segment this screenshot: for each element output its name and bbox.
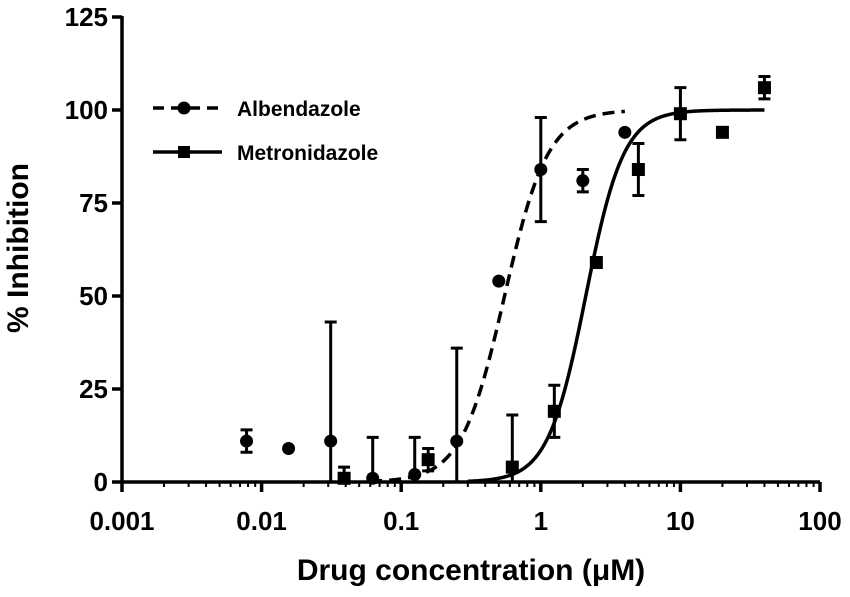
y-axis-label: % Inhibition xyxy=(2,163,35,333)
fit-curves xyxy=(370,108,765,484)
y-tick-label: 75 xyxy=(79,188,108,218)
legend-marker-metronidazole xyxy=(178,146,190,158)
data-point-metronidazole xyxy=(715,125,729,139)
data-point-albendazole xyxy=(534,163,548,177)
y-tick-label: 0 xyxy=(94,467,108,497)
legend: Albendazole Metronidazole xyxy=(153,98,378,165)
y-tick-label: 50 xyxy=(79,281,108,311)
data-point-albendazole xyxy=(450,434,464,448)
x-axis-label: Drug concentration (μM) xyxy=(297,554,645,587)
x-tick-label: 0.001 xyxy=(89,506,154,536)
error-bar-albendazole xyxy=(450,346,463,484)
data-markers xyxy=(240,81,771,485)
legend-item-metronidazole: Metronidazole xyxy=(153,142,378,165)
x-tick-label: 0.01 xyxy=(236,506,287,536)
legend-marker-albendazole xyxy=(177,101,191,115)
data-point-albendazole xyxy=(618,125,632,139)
error-bars xyxy=(240,75,771,484)
data-point-metronidazole xyxy=(757,81,771,95)
data-point-metronidazole xyxy=(421,453,435,467)
y-axis-ticks: 0 25 50 75 100 125 xyxy=(65,2,122,497)
y-tick-label: 100 xyxy=(65,95,108,125)
y-tick-label: 125 xyxy=(65,2,108,32)
legend-label-albendazole: Albendazole xyxy=(237,98,361,121)
x-tick-label: 0.1 xyxy=(383,506,419,536)
x-tick-label: 1 xyxy=(534,506,548,536)
x-tick-label: 10 xyxy=(666,506,695,536)
x-axis-ticks: 0.001 0.01 0.1 1 10 100 xyxy=(89,482,842,536)
data-point-albendazole xyxy=(408,468,422,482)
legend-label-metronidazole: Metronidazole xyxy=(237,142,378,165)
data-point-albendazole xyxy=(324,434,338,448)
y-tick-label: 25 xyxy=(79,374,108,404)
data-point-albendazole xyxy=(282,442,296,456)
error-bar-albendazole xyxy=(324,320,337,484)
data-point-metronidazole xyxy=(631,163,645,177)
data-point-metronidazole xyxy=(589,256,603,270)
data-point-albendazole xyxy=(492,274,506,288)
data-point-metronidazole xyxy=(673,107,687,121)
data-point-albendazole xyxy=(240,434,254,448)
data-point-metronidazole xyxy=(547,404,561,418)
data-point-albendazole xyxy=(576,174,590,188)
data-point-metronidazole xyxy=(505,460,519,474)
legend-item-albendazole: Albendazole xyxy=(153,98,361,121)
x-tick-label: 100 xyxy=(798,506,841,536)
